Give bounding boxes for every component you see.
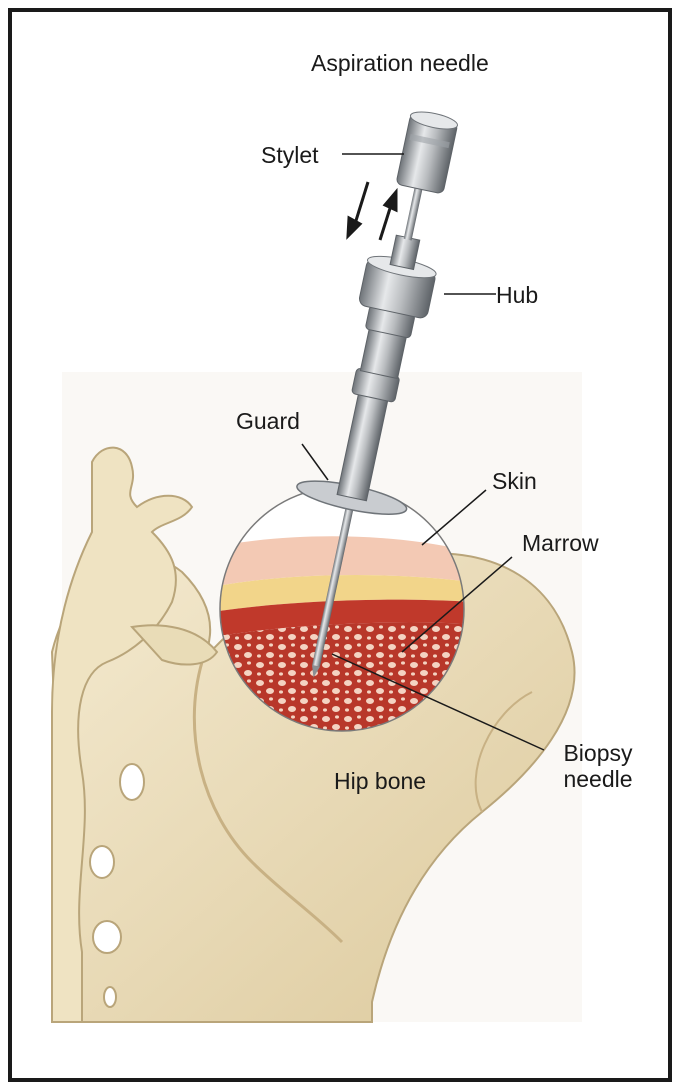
aspiration-needle-label: Aspiration needle: [311, 50, 489, 76]
hub-label: Hub: [496, 282, 538, 308]
biopsy-needle-label-line2: needle: [548, 766, 648, 792]
stylet-label: Stylet: [261, 142, 319, 168]
figure-frame: Aspiration needle Stylet Hub Guard Skin …: [8, 8, 672, 1082]
hip-bone-label: Hip bone: [334, 768, 426, 794]
biopsy-needle-label: Biopsy needle: [548, 740, 648, 792]
biopsy-needle-label-line1: Biopsy: [548, 740, 648, 766]
motion-arrows: [348, 182, 396, 240]
skin-label: Skin: [492, 468, 537, 494]
guard-label: Guard: [236, 408, 300, 434]
marrow-label: Marrow: [522, 530, 599, 556]
